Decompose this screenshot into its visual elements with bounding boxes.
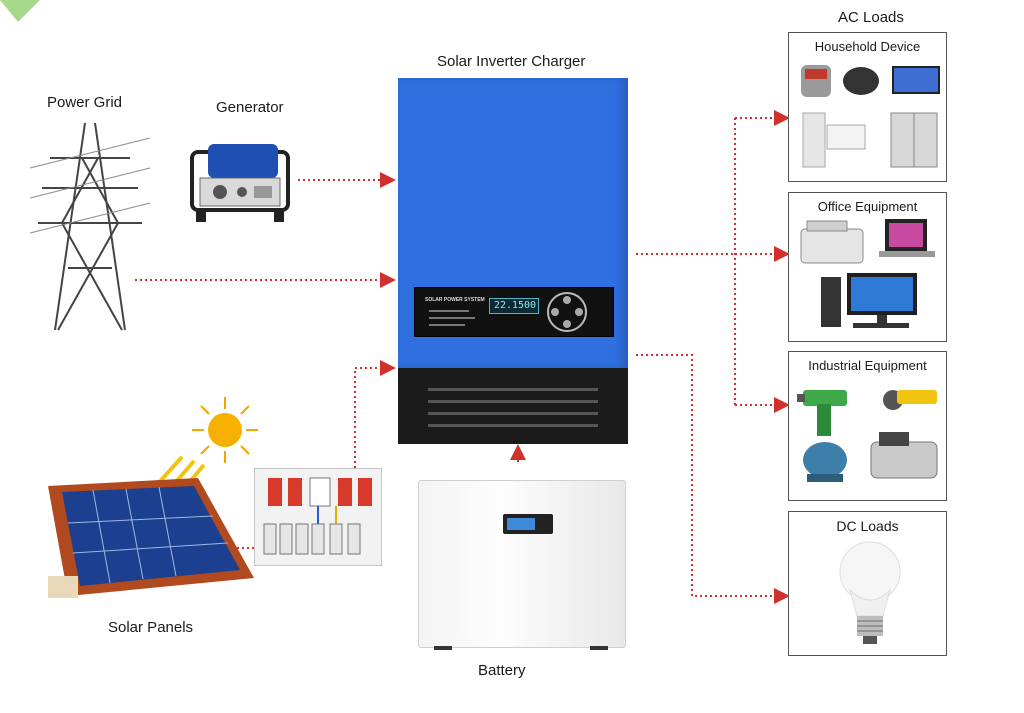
power-grid-label: Power Grid bbox=[47, 94, 123, 111]
inverter-vent bbox=[398, 368, 628, 444]
battery-body bbox=[418, 480, 626, 648]
solar-panels-label: Solar Panels bbox=[108, 619, 194, 636]
dc-loads-box: DC Loads bbox=[788, 511, 947, 656]
battery-label: Battery bbox=[478, 662, 526, 679]
connector-inverter-dc bbox=[636, 354, 790, 604]
inverter-lcd-screen: 22.1 500 bbox=[489, 298, 539, 314]
power-tower-icon bbox=[30, 122, 150, 331]
lcd-readout-left: 22.1 bbox=[494, 300, 519, 311]
battery-foot-right bbox=[590, 646, 608, 650]
office-equipment-box: Office Equipment bbox=[788, 192, 947, 342]
lcd-readout-right: 500 bbox=[518, 300, 537, 311]
battery-display bbox=[503, 514, 553, 534]
dc-loads-title: DC Loads bbox=[836, 518, 899, 534]
battery-foot-left bbox=[434, 646, 452, 650]
generator-icon bbox=[190, 144, 290, 222]
ac-loads-label: AC Loads bbox=[838, 9, 904, 26]
solar-panel-icon bbox=[48, 478, 254, 598]
light-bulb-icon bbox=[839, 541, 901, 644]
industrial-equipment-title: Industrial Equipment bbox=[808, 358, 927, 373]
inverter-display-panel: SOLAR POWER SYSTEM 22.1 500 bbox=[414, 287, 614, 337]
inverter-status-lines bbox=[429, 310, 475, 326]
office-equipment-icon bbox=[800, 219, 935, 328]
office-equipment-title: Office Equipment bbox=[817, 199, 918, 214]
inverter-control-dial[interactable] bbox=[545, 290, 589, 334]
battery-screen bbox=[507, 518, 535, 530]
sun-icon bbox=[192, 397, 258, 463]
inverter-label: Solar Inverter Charger bbox=[437, 53, 586, 70]
inverter-brand-text: SOLAR POWER SYSTEM bbox=[425, 297, 485, 303]
industrial-equipment-box: Industrial Equipment bbox=[788, 351, 947, 501]
connector-solar-inverter bbox=[354, 360, 396, 468]
household-device-box: Household Device bbox=[788, 32, 947, 182]
combiner-box-icon bbox=[254, 468, 382, 566]
corner-decoration bbox=[0, 0, 40, 22]
generator-label: Generator bbox=[216, 99, 284, 116]
household-device-title: Household Device bbox=[814, 39, 921, 54]
industrial-equipment-icon bbox=[797, 390, 938, 482]
household-appliances-icon bbox=[801, 65, 940, 168]
